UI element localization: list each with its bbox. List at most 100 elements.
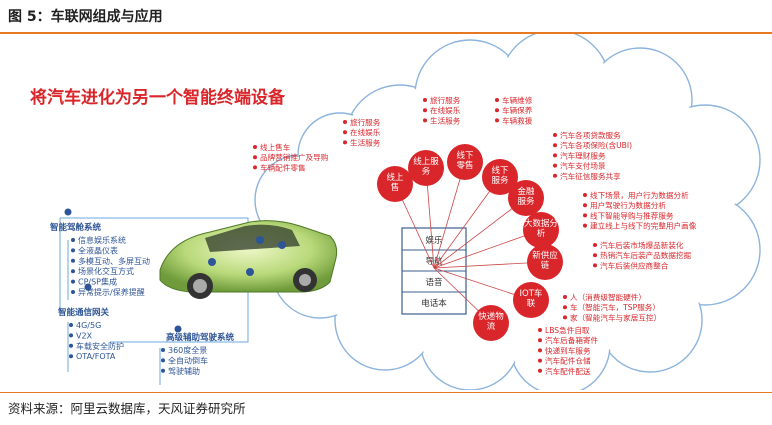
- left-group-item: OTA/FOTA: [76, 352, 116, 361]
- connector-line: [433, 229, 542, 269]
- node-circle: [408, 150, 444, 186]
- left-group-item: 全自动倒车: [168, 355, 208, 365]
- bullet-icon: [495, 118, 499, 123]
- node-label: 金融: [517, 186, 535, 197]
- bullet-icon: [593, 263, 597, 268]
- service-item: 旅行服务: [350, 117, 381, 127]
- service-item: 品牌营销推广及导购: [260, 152, 329, 162]
- bullet-icon: [71, 290, 75, 294]
- service-item: 汽车后备箱寄件: [545, 335, 599, 345]
- center-box-item: 语音: [425, 277, 443, 288]
- bullet-icon: [423, 98, 427, 102]
- node-circle: [473, 305, 509, 341]
- bullet-icon: [343, 140, 347, 145]
- bullet-icon: [423, 118, 427, 123]
- bullet-icon: [538, 358, 542, 363]
- service-item: 汽车支付场景: [560, 161, 606, 171]
- center-box-item: 导航: [425, 256, 443, 267]
- service-item: LBS急件自取: [545, 325, 590, 335]
- bullet-icon: [553, 163, 557, 168]
- bullet-icon: [161, 348, 165, 352]
- bullet-icon: [495, 108, 499, 113]
- group-dot-icon: [64, 208, 72, 216]
- service-item: 车辆保养: [502, 105, 533, 115]
- bullet-icon: [553, 153, 557, 158]
- node-label: 服务: [491, 175, 509, 186]
- node-label: 零售: [456, 160, 473, 171]
- bullet-icon: [583, 213, 587, 218]
- node-label: 务: [422, 166, 431, 177]
- node-label: 析: [537, 228, 546, 239]
- service-item: 汽车理财服务: [560, 150, 606, 160]
- left-group-item: 360度全景: [168, 345, 207, 355]
- node-circle: [447, 144, 483, 180]
- node-label: 联: [527, 299, 536, 309]
- car-network-diagram: 将汽车进化为另一个智能终端设备 智能驾舱系统信息娱乐系统全液晶仪表多模互动、多屏…: [30, 34, 761, 390]
- left-group-item: 场景化交互方式: [78, 266, 134, 276]
- service-item: 车辆救援: [502, 115, 533, 125]
- connector-line: [433, 161, 466, 269]
- left-group-title: 高级辅助驾驶系统: [166, 332, 235, 343]
- left-group-item: 信息娱乐系统: [78, 235, 126, 245]
- group-dot-icon: [174, 325, 182, 333]
- service-item: 线下智能导购与推荐服务: [590, 210, 674, 220]
- service-item: 车辆配件零售: [260, 162, 306, 172]
- connector-line: [433, 197, 527, 269]
- bullet-icon: [71, 248, 75, 253]
- bullet-icon: [563, 305, 567, 310]
- bullet-icon: [583, 223, 587, 228]
- bullet-icon: [538, 348, 542, 353]
- node-circle: [513, 282, 549, 318]
- bullet-icon: [583, 203, 587, 208]
- service-item: 生活服务: [430, 115, 461, 125]
- figure-title: 图 5：车联网组成与应用: [8, 9, 163, 25]
- node-label: 售: [391, 182, 400, 193]
- service-item: 汽车各项保险(含UBI): [560, 140, 632, 150]
- service-item: 建立线上与线下的完整用户画像: [590, 221, 697, 231]
- bullet-icon: [343, 130, 347, 135]
- bullet-icon: [71, 279, 75, 284]
- service-item: 汽车后装供应商整合: [600, 260, 669, 270]
- bullet-icon: [563, 295, 567, 299]
- left-group-item: V2X: [76, 331, 93, 340]
- service-item: 汽车配件仓储: [545, 356, 591, 366]
- bullet-icon: [553, 133, 557, 137]
- bullet-icon: [69, 323, 73, 327]
- center-box-item: 娱乐: [425, 235, 443, 246]
- bullet-icon: [69, 343, 73, 348]
- service-item: 热销汽车后装产品数据挖掘: [600, 250, 692, 260]
- bullet-icon: [538, 328, 542, 332]
- left-group-title: 智能驾舱系统: [49, 222, 102, 233]
- headline: 将汽车进化为另一个智能终端设备: [30, 87, 286, 108]
- service-item: 旅行服务: [430, 95, 461, 105]
- node-label: 大数据分: [524, 218, 559, 229]
- service-item: 人（消费级智能硬件）: [570, 292, 646, 302]
- node-label: 新供应: [532, 250, 558, 261]
- service-item: 汽车征信服务共享: [560, 171, 621, 181]
- group-dot-icon: [84, 283, 92, 291]
- bullet-icon: [563, 315, 567, 320]
- left-group-item: 车载安全防护: [76, 341, 124, 351]
- node-label: 链: [541, 260, 550, 271]
- node-label: 流: [487, 321, 496, 332]
- service-item: 在线娱乐: [430, 105, 461, 115]
- node-circle: [482, 159, 518, 195]
- bullet-icon: [538, 338, 542, 343]
- left-group-item: 驾驶辅助: [168, 366, 200, 376]
- bullet-icon: [538, 368, 542, 373]
- service-item: 汽车后装市场爆品新装化: [600, 240, 684, 250]
- service-item: 快递到车服务: [545, 345, 591, 355]
- node-circle: [527, 244, 563, 280]
- service-item: 线下场景，用户行为数据分析: [590, 190, 689, 200]
- service-item: 车（智能汽车，TSP服务）: [570, 302, 660, 312]
- node-label: 快递物: [478, 311, 504, 322]
- left-group-item: 多模互动、多屏互动: [78, 256, 150, 266]
- bullet-icon: [343, 120, 347, 124]
- bullet-icon: [253, 165, 257, 170]
- center-box-item: 电话本: [421, 298, 447, 309]
- bullet-icon: [253, 155, 257, 160]
- bullet-icon: [495, 98, 499, 102]
- bottom-divider: [0, 392, 772, 393]
- left-group-title: 智能通信网关: [57, 307, 110, 318]
- service-item: 在线娱乐: [350, 127, 381, 137]
